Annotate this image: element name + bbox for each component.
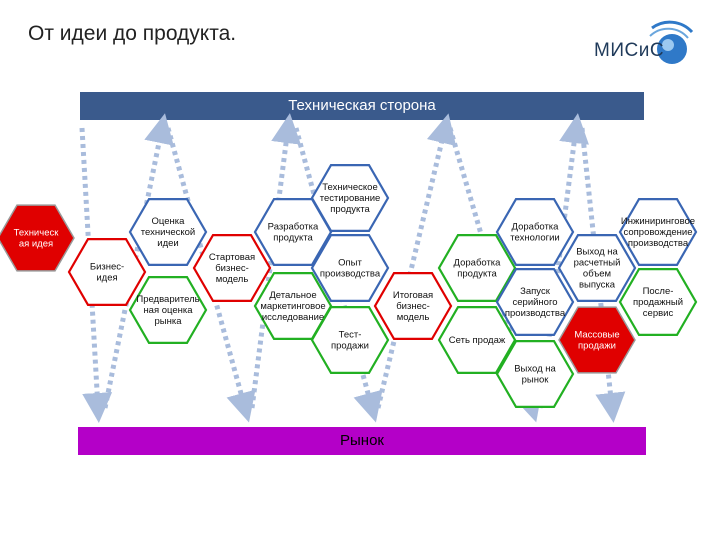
hex-label: бизнес- [215, 263, 249, 274]
hex-label: идеи [157, 238, 178, 249]
hex-label: тестирование [320, 193, 381, 204]
hex-shape [67, 238, 147, 306]
hex-label: производства [628, 238, 689, 249]
hex-label: бизнес- [396, 301, 430, 312]
hex-label: Бизнес- [90, 262, 124, 273]
hex-shape [495, 268, 575, 336]
hex-label: Доработка [454, 258, 502, 269]
hex-label: рынка [154, 316, 182, 327]
hex-shape [310, 306, 390, 374]
hex-label: продукта [457, 269, 497, 280]
hex-label: продукта [273, 233, 313, 244]
hex-label: ная оценка [143, 305, 193, 316]
hex-shape [128, 276, 208, 344]
hex-label: Разработка [268, 222, 319, 233]
hex-business-idea: Бизнес-идея [67, 238, 147, 306]
hex-shape [495, 340, 575, 408]
hex-shape [373, 272, 453, 340]
hex-label: Стартовая [209, 252, 255, 263]
market-bar: Рынок [78, 427, 646, 455]
hex-label: Итоговая [393, 290, 433, 301]
hex-label: сервис [643, 308, 674, 319]
arrow [249, 113, 301, 409]
hex-label: Техническое [322, 182, 377, 193]
hex-shape [618, 268, 698, 336]
hex-label: продажи [331, 341, 369, 352]
misis-logo [649, 20, 694, 64]
hex-shape [557, 234, 637, 302]
arrow [537, 113, 589, 409]
hex-label: объем [583, 269, 611, 280]
hex-label: серийного [513, 297, 558, 308]
hex-shape [495, 198, 575, 266]
hex-label: Выход на [514, 364, 556, 375]
hex-shape [437, 306, 517, 374]
hex-label: исследование [262, 312, 324, 323]
hex-label: производства [320, 269, 381, 280]
hex-label: сопровождение [624, 227, 693, 238]
hex-label: После- [643, 286, 674, 297]
hex-label: технической [141, 227, 195, 238]
page-title: От идеи до продукта. [28, 22, 237, 45]
hex-label: рынок [522, 375, 550, 386]
hex-label: Запуск [520, 286, 551, 297]
hex-label: Доработка [512, 222, 560, 233]
hex-test-sales: Тест-продажи [310, 306, 390, 374]
hex-label: Опыт [338, 258, 362, 269]
hex-label: технологии [510, 233, 559, 244]
arrow [79, 127, 113, 423]
hex-label: Оценка [152, 216, 186, 227]
hex-label: модель [397, 312, 430, 323]
hex-label: продажи [578, 341, 616, 352]
hex-sales-network: Сеть продаж [437, 306, 517, 374]
hex-shape [310, 234, 390, 302]
hex-label: маркетинговое [260, 301, 325, 312]
hex-label: модель [216, 274, 249, 285]
hex-label: выпуска [579, 280, 616, 291]
hex-label: Сеть продаж [449, 335, 506, 346]
hex-label: идея [96, 273, 117, 284]
hex-label: Инжиниринговое [621, 216, 695, 227]
hex-shape [558, 306, 636, 374]
hex-tech-idea: Техническая идея [0, 204, 75, 272]
hex-shape [618, 198, 698, 266]
hex-label: Выход на [576, 247, 618, 258]
hex-shape [310, 164, 390, 232]
logo-text: МИСиС [594, 40, 665, 61]
hex-label: производства [505, 308, 566, 319]
hex-label: Массовые [574, 330, 619, 341]
hex-label: Тест- [339, 330, 362, 341]
hex-label: продажный [633, 297, 683, 308]
hex-shape [192, 234, 272, 302]
technical-side-bar: Техническая сторона [80, 92, 644, 120]
hex-shape [128, 198, 208, 266]
hex-label: Техническ [14, 228, 60, 239]
hex-shape [0, 204, 75, 272]
hex-label: Предваритель [136, 294, 199, 305]
hex-shape [437, 234, 517, 302]
hex-label: Детальное [269, 290, 316, 301]
hex-label: ая идея [19, 239, 53, 250]
hex-label: продукта [330, 204, 370, 215]
hex-label: расчетный [574, 258, 621, 269]
